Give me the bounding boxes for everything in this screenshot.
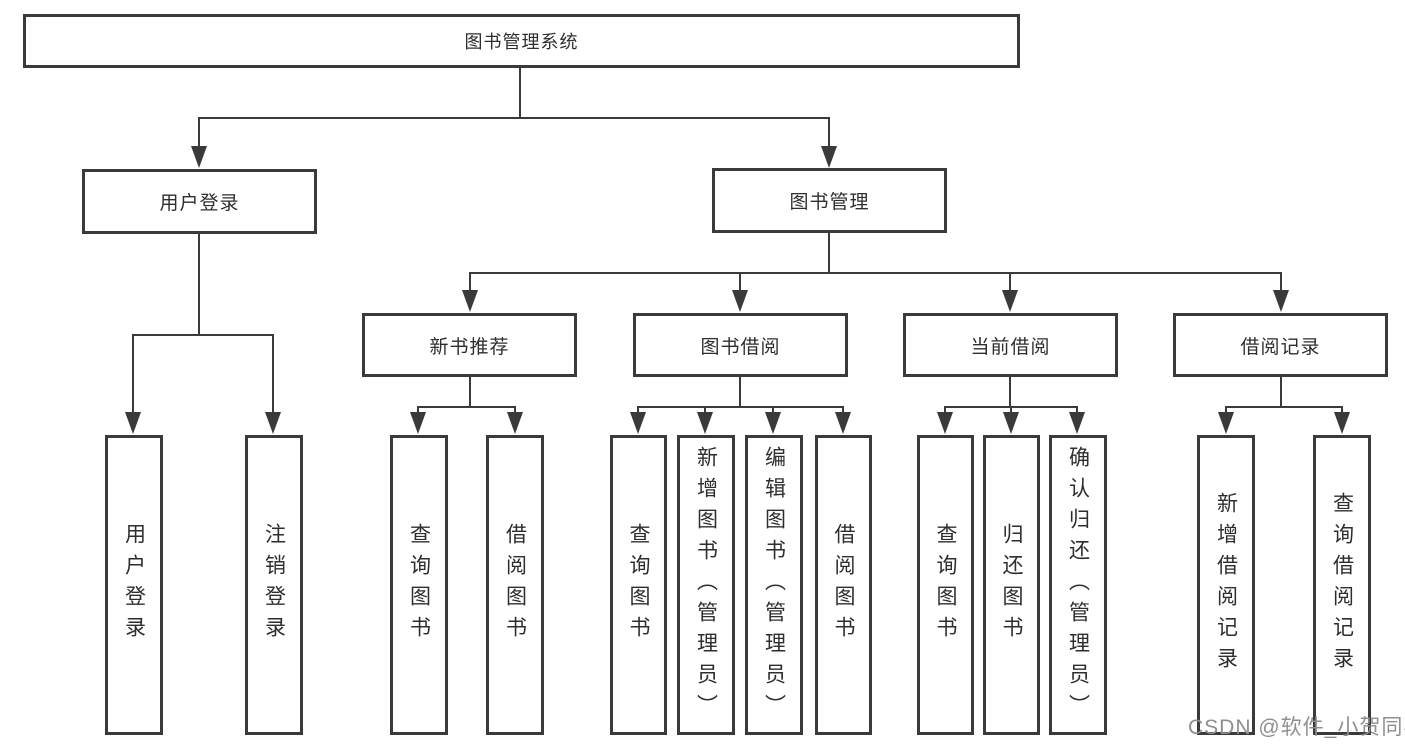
- connector-line: [1225, 406, 1227, 413]
- watermark-text: CSDN @软件_小贺同学: [1188, 716, 1405, 739]
- connector-line: [1076, 406, 1078, 413]
- arrow-down-icon: [125, 412, 141, 434]
- connector-line: [637, 406, 844, 408]
- arrow-down-icon: [507, 412, 523, 434]
- connector-line: [828, 117, 830, 146]
- arrow-down-icon: [462, 290, 478, 312]
- connector-line: [469, 377, 471, 407]
- arrow-down-icon: [1002, 290, 1018, 312]
- connector-line: [739, 377, 741, 407]
- connector-line: [637, 406, 639, 413]
- arrow-down-icon: [630, 412, 646, 434]
- connector-line: [828, 233, 830, 273]
- connector-line: [469, 272, 471, 290]
- connector-line: [1225, 406, 1342, 408]
- leaf-user-login: 用户登录: [105, 435, 163, 735]
- arrow-down-icon: [1003, 412, 1019, 434]
- connector-line: [944, 406, 946, 413]
- connector-line: [469, 272, 1282, 274]
- leaf-bb-add-book-admin: 新增图书（管理员）: [677, 435, 735, 735]
- connector-line: [1010, 406, 1012, 413]
- arrow-down-icon: [937, 412, 953, 434]
- leaf-br-add-record: 新增借阅记录: [1197, 435, 1255, 735]
- arrow-down-icon: [821, 146, 837, 168]
- connector-line: [132, 334, 134, 412]
- connector-line: [132, 334, 274, 336]
- arrow-down-icon: [835, 412, 851, 434]
- leaf-cb-return-book: 归还图书: [983, 435, 1040, 735]
- connector-line: [772, 406, 774, 413]
- connector-line: [1341, 406, 1343, 413]
- leaf-br-query-record: 查询借阅记录: [1313, 435, 1371, 735]
- connector-line: [1009, 272, 1011, 290]
- connector-line: [1280, 377, 1282, 407]
- node-user-login: 用户登录: [82, 169, 317, 234]
- node-book-borrow: 图书借阅: [633, 313, 848, 377]
- leaf-nbr-query-book: 查询图书: [390, 435, 448, 735]
- arrow-down-icon: [1334, 412, 1350, 434]
- connector-line: [1280, 272, 1282, 290]
- node-current-borrow: 当前借阅: [903, 313, 1118, 377]
- arrow-down-icon: [697, 412, 713, 434]
- connector-line: [198, 234, 200, 335]
- node-root-library-system: 图书管理系统: [23, 14, 1020, 68]
- leaf-nbr-borrow-book: 借阅图书: [486, 435, 544, 735]
- connector-line: [198, 117, 830, 119]
- arrow-down-icon: [265, 412, 281, 434]
- leaf-cb-query-book: 查询图书: [917, 435, 974, 735]
- connector-line: [198, 117, 200, 146]
- arrow-down-icon: [410, 412, 426, 434]
- leaf-logout: 注销登录: [245, 435, 303, 735]
- arrow-down-icon: [765, 412, 781, 434]
- leaf-bb-query-book: 查询图书: [610, 435, 667, 735]
- connector-line: [842, 406, 844, 413]
- connector-line: [704, 406, 706, 413]
- connector-line: [514, 406, 516, 413]
- arrow-down-icon: [1069, 412, 1085, 434]
- arrow-down-icon: [732, 290, 748, 312]
- arrow-down-icon: [1273, 290, 1289, 312]
- connector-line: [519, 68, 521, 118]
- arrow-down-icon: [1218, 412, 1234, 434]
- connector-line: [417, 406, 419, 413]
- node-book-management: 图书管理: [712, 168, 947, 233]
- node-borrow-record: 借阅记录: [1173, 313, 1388, 377]
- leaf-cb-confirm-return-admin: 确认归还（管理员）: [1049, 435, 1107, 735]
- leaf-bb-borrow-book: 借阅图书: [815, 435, 872, 735]
- leaf-bb-edit-book-admin: 编辑图书（管理员）: [745, 435, 803, 735]
- connector-line: [1009, 377, 1011, 407]
- connector-line: [272, 334, 274, 412]
- node-new-book-recommend: 新书推荐: [362, 313, 577, 377]
- connector-line: [739, 272, 741, 290]
- connector-line: [417, 406, 516, 408]
- arrow-down-icon: [191, 146, 207, 168]
